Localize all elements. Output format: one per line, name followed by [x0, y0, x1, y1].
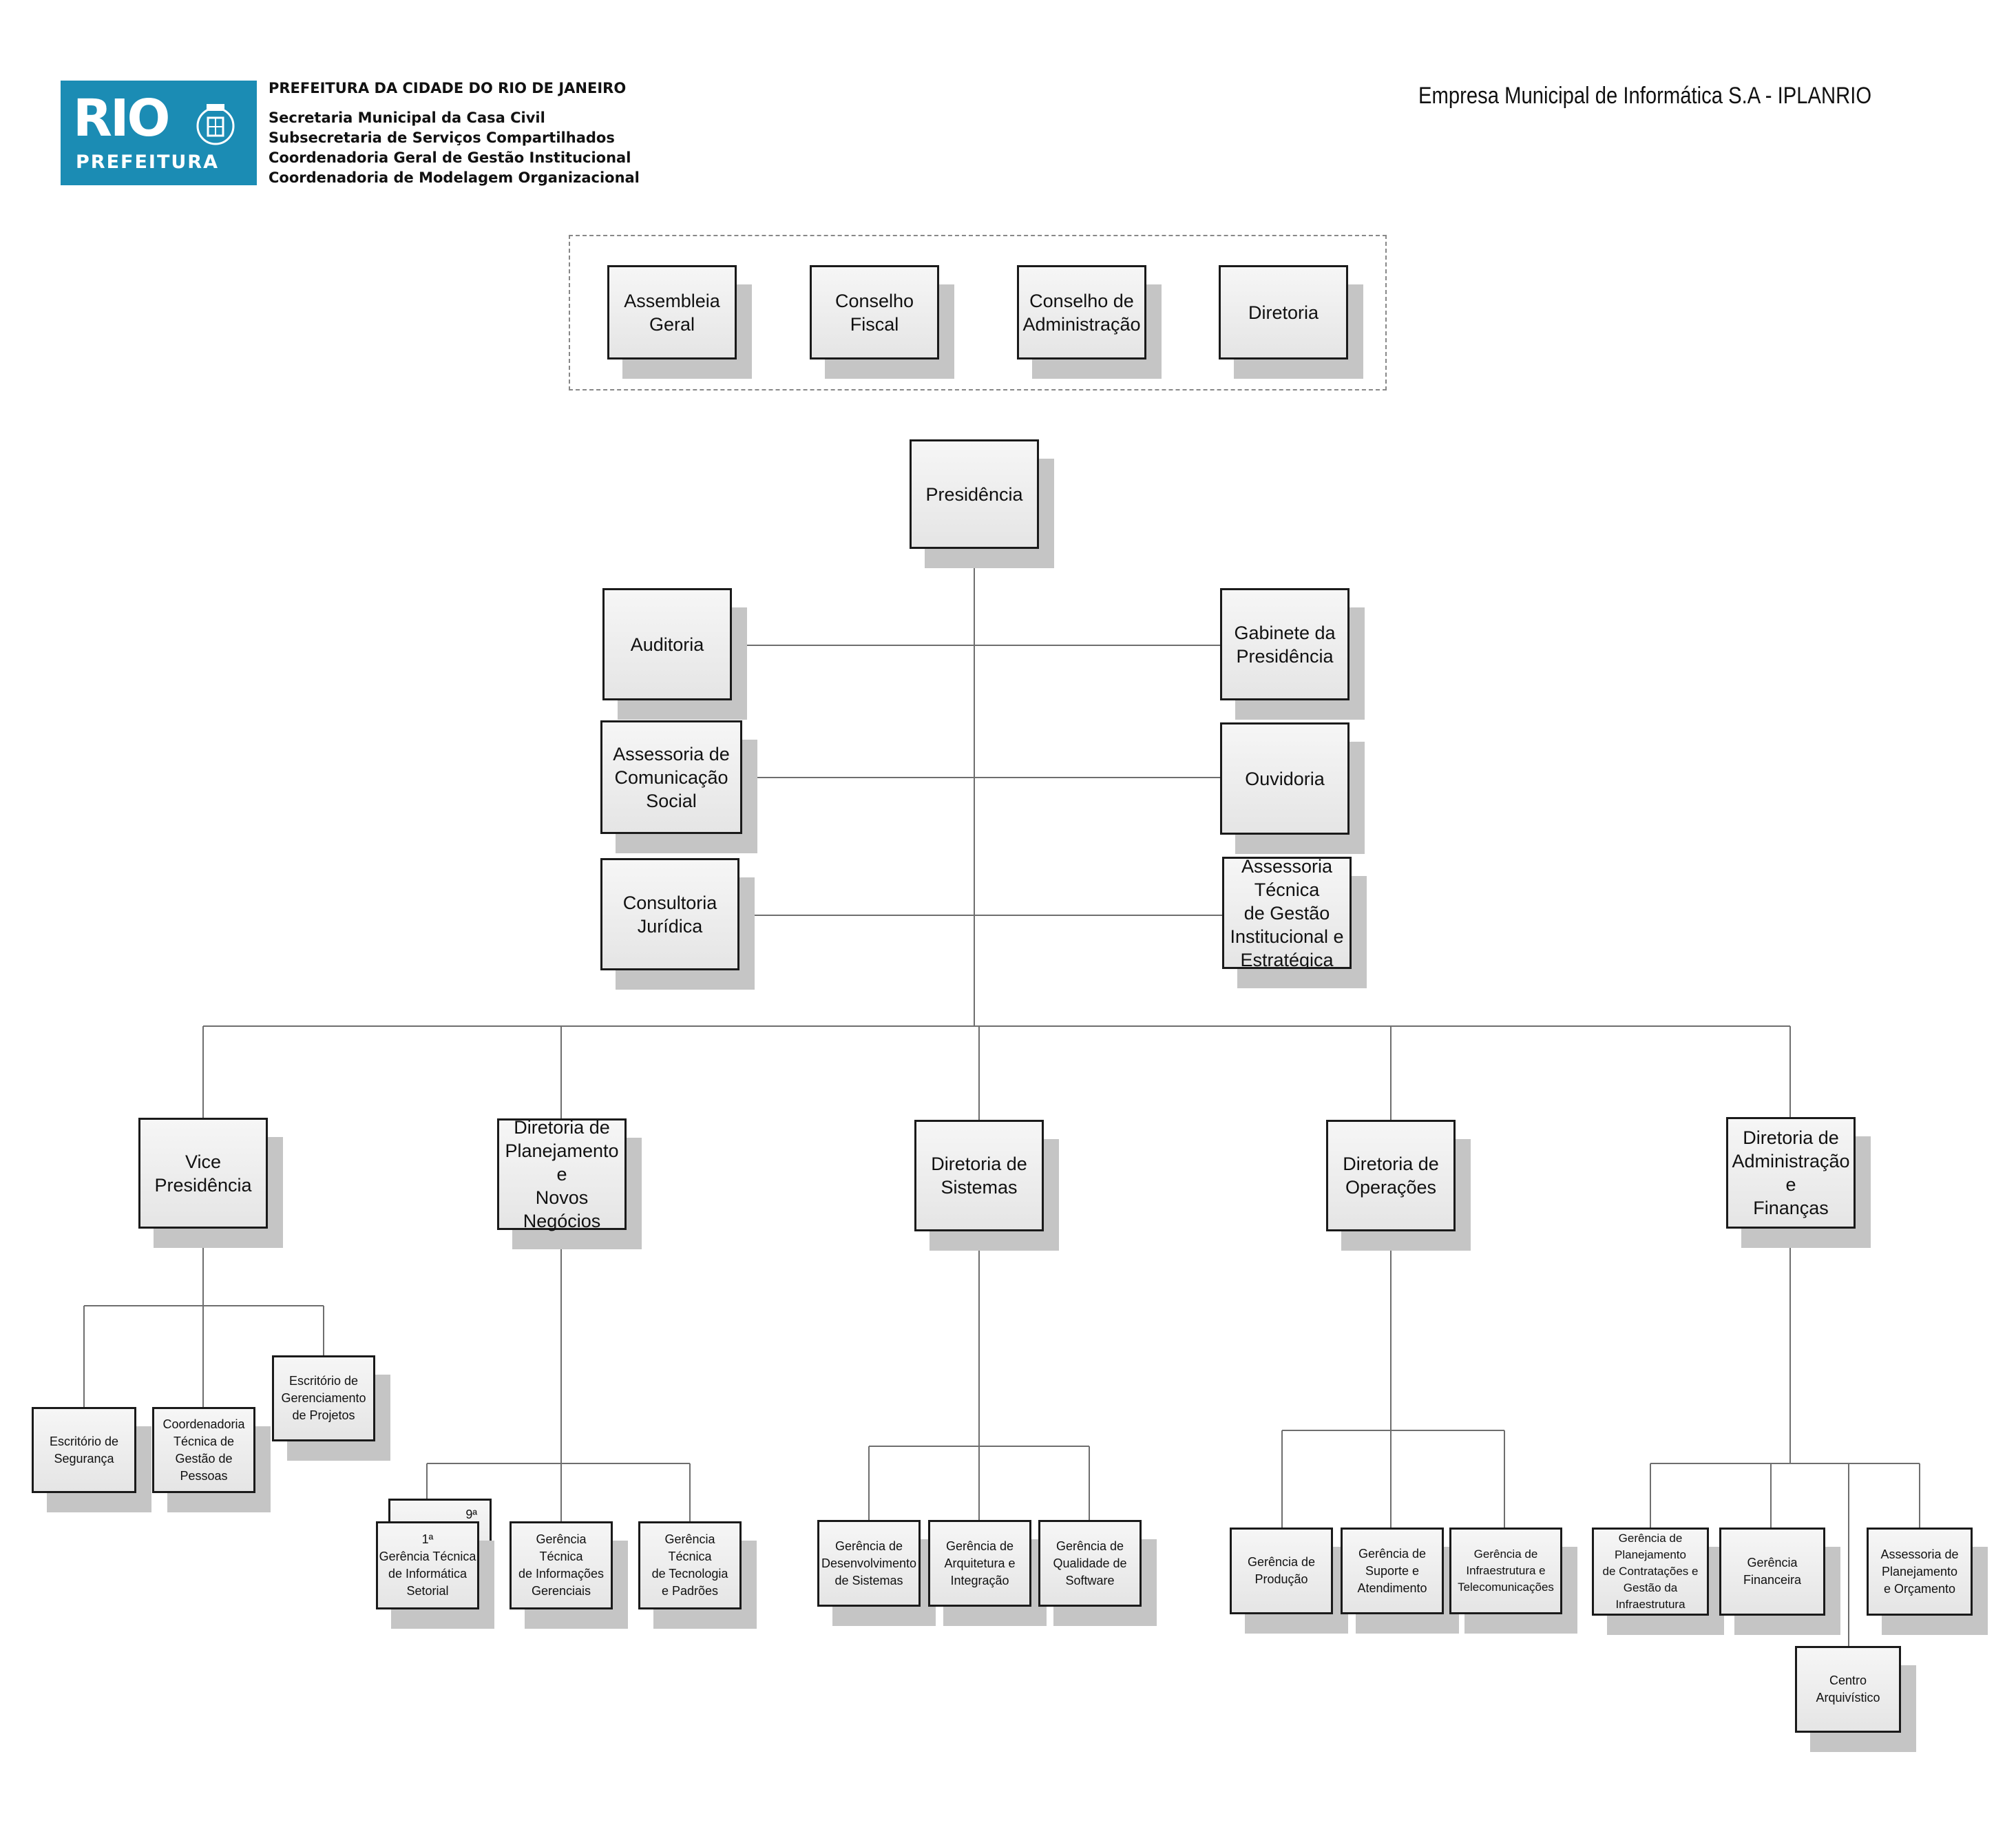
assessoria-orcamento-box[interactable]: Assessoria de Planejamento e Orçamento	[1867, 1528, 1973, 1616]
diretoria-administracao-box[interactable]: Diretoria de Administração e Finanças	[1726, 1117, 1856, 1229]
escritorio-projetos-label: Escritório de Gerenciamento de Projetos	[281, 1374, 366, 1422]
consultoria-juridica-box[interactable]: Consultoria Jurídica	[600, 858, 739, 970]
prefeitura-logo: RIO PREFEITURA	[61, 81, 257, 185]
gerencia-tecnologia-padroes-box[interactable]: Gerência Técnica de Tecnologia e Padrões	[638, 1521, 742, 1609]
conselho-fiscal-label: Conselho Fiscal	[834, 290, 914, 335]
assessoria-gestao-estrategica-label: Assessoria Técnica de Gestão Institucion…	[1230, 857, 1344, 969]
assessoria-comunicacao-label: Assessoria de Comunicação Social	[613, 743, 730, 811]
gerencia-informatica-setorial-box[interactable]: 1ª Gerência Técnica de Informática Setor…	[376, 1521, 479, 1609]
gabinete-presidencia-label: Gabinete da Presidência	[1234, 622, 1336, 667]
diretoria-operacoes-box[interactable]: Diretoria de Operações	[1326, 1120, 1456, 1231]
gerencia-tecnologia-padroes-label: Gerência Técnica de Tecnologia e Padrões	[651, 1532, 728, 1598]
assessoria-gestao-estrategica-box[interactable]: Assessoria Técnica de Gestão Institucion…	[1222, 857, 1352, 969]
gerencia-qualidade-box[interactable]: Gerência de Qualidade de Software	[1038, 1520, 1142, 1607]
header-line-4: Coordenadoria de Modelagem Organizaciona…	[269, 169, 640, 186]
diretoria-label: Diretoria	[1248, 302, 1319, 323]
vice-presidencia-label: Vice Presidência	[154, 1151, 252, 1196]
gerencia-contratacoes-box[interactable]: Gerência de Planejamento de Contratações…	[1592, 1528, 1709, 1616]
escritorio-projetos-box[interactable]: Escritório de Gerenciamento de Projetos	[272, 1355, 375, 1441]
gerencia-producao-label: Gerência de Produção	[1247, 1555, 1316, 1586]
assembleia-geral-label: Assembleia Geral	[624, 290, 720, 335]
gerencia-producao-box[interactable]: Gerência de Produção	[1230, 1528, 1333, 1614]
conselho-administracao-box[interactable]: Conselho de Administração	[1017, 265, 1146, 359]
diretoria-administracao-label: Diretoria de Administração e Finanças	[1732, 1127, 1850, 1218]
gerencia-arquitetura-label: Gerência de Arquitetura e Integração	[944, 1539, 1016, 1587]
diretoria-box[interactable]: Diretoria	[1219, 265, 1348, 359]
gerencia-informacoes-gerenciais-box[interactable]: Gerência Técnica de Informações Gerencia…	[510, 1521, 613, 1609]
diretoria-sistemas-box[interactable]: Diretoria de Sistemas	[914, 1120, 1044, 1231]
gerencia-infraestrutura-telecom-box[interactable]: Gerência de Infraestrutura e Telecomunic…	[1449, 1528, 1562, 1614]
diretoria-planejamento-label: Diretoria de Planejamento e Novos Negóci…	[505, 1117, 619, 1231]
ouvidoria-label: Ouvidoria	[1245, 768, 1325, 789]
gerencia-suporte-box[interactable]: Gerência de Suporte e Atendimento	[1341, 1528, 1444, 1614]
presidencia-box[interactable]: Presidência	[910, 439, 1039, 549]
header-line-1: Secretaria Municipal da Casa Civil	[269, 110, 545, 126]
diretoria-sistemas-label: Diretoria de Sistemas	[931, 1154, 1027, 1198]
presidencia-label: Presidência	[925, 483, 1023, 505]
auditoria-box[interactable]: Auditoria	[602, 588, 732, 700]
gerencia-desenvolvimento-label: Gerência de Desenvolvimento de Sistemas	[821, 1539, 917, 1587]
city-seal-icon	[196, 104, 235, 145]
gerencia-qualidade-label: Gerência de Qualidade de Software	[1053, 1539, 1127, 1587]
conselho-administracao-label: Conselho de Administração	[1022, 290, 1141, 335]
assessoria-orcamento-label: Assessoria de Planejamento e Orçamento	[1880, 1547, 1959, 1596]
gerencia-desenvolvimento-box[interactable]: Gerência de Desenvolvimento de Sistemas	[817, 1520, 921, 1607]
governance-board-group	[569, 235, 1387, 390]
centro-arquivistico-label: Centro Arquivístico	[1816, 1674, 1880, 1705]
header-title: PREFEITURA DA CIDADE DO RIO DE JANEIRO	[269, 80, 627, 96]
logo-prefeitura-text: PREFEITURA	[76, 152, 219, 173]
assembleia-geral-box[interactable]: Assembleia Geral	[607, 265, 737, 359]
assessoria-comunicacao-box[interactable]: Assessoria de Comunicação Social	[600, 720, 742, 834]
escritorio-seguranca-label: Escritório de Segurança	[49, 1434, 119, 1466]
escritorio-seguranca-box[interactable]: Escritório de Segurança	[32, 1407, 136, 1493]
header-line-2: Subsecretaria de Serviços Compartilhados	[269, 129, 615, 146]
centro-arquivistico-box[interactable]: Centro Arquivístico	[1795, 1646, 1901, 1733]
conselho-fiscal-box[interactable]: Conselho Fiscal	[810, 265, 939, 359]
gerencia-financeira-label: Gerência Financeira	[1743, 1556, 1802, 1587]
gabinete-presidencia-box[interactable]: Gabinete da Presidência	[1220, 588, 1350, 700]
ouvidoria-box[interactable]: Ouvidoria	[1220, 722, 1350, 835]
consultoria-juridica-label: Consultoria Jurídica	[622, 892, 717, 937]
gerencia-setorial-stack-count: 9ª	[465, 1508, 477, 1521]
vice-presidencia-box[interactable]: Vice Presidência	[138, 1118, 268, 1229]
header-line-3: Coordenadoria Geral de Gestão Institucio…	[269, 149, 631, 166]
gerencia-arquitetura-box[interactable]: Gerência de Arquitetura e Integração	[928, 1520, 1031, 1607]
logo-rio-text: RIO	[73, 89, 170, 148]
gerencia-contratacoes-label: Gerência de Planejamento de Contratações…	[1602, 1532, 1699, 1611]
gerencia-financeira-box[interactable]: Gerência Financeira	[1719, 1528, 1825, 1616]
diretoria-planejamento-box[interactable]: Diretoria de Planejamento e Novos Negóci…	[497, 1117, 627, 1231]
diretoria-operacoes-label: Diretoria de Operações	[1343, 1154, 1439, 1198]
gerencia-informatica-setorial-label: 1ª Gerência Técnica de Informática Setor…	[379, 1532, 476, 1598]
auditoria-label: Auditoria	[630, 634, 704, 655]
gerencia-suporte-label: Gerência de Suporte e Atendimento	[1357, 1546, 1427, 1595]
gerencia-informacoes-gerenciais-label: Gerência Técnica de Informações Gerencia…	[518, 1532, 605, 1598]
coordenadoria-pessoas-box[interactable]: Coordenadoria Técnica de Gestão de Pesso…	[152, 1407, 255, 1493]
company-name: Empresa Municipal de Informática S.A - I…	[1418, 83, 1872, 109]
gerencia-infraestrutura-telecom-label: Gerência de Infraestrutura e Telecomunic…	[1458, 1547, 1554, 1594]
coordenadoria-pessoas-label: Coordenadoria Técnica de Gestão de Pesso…	[162, 1417, 245, 1483]
